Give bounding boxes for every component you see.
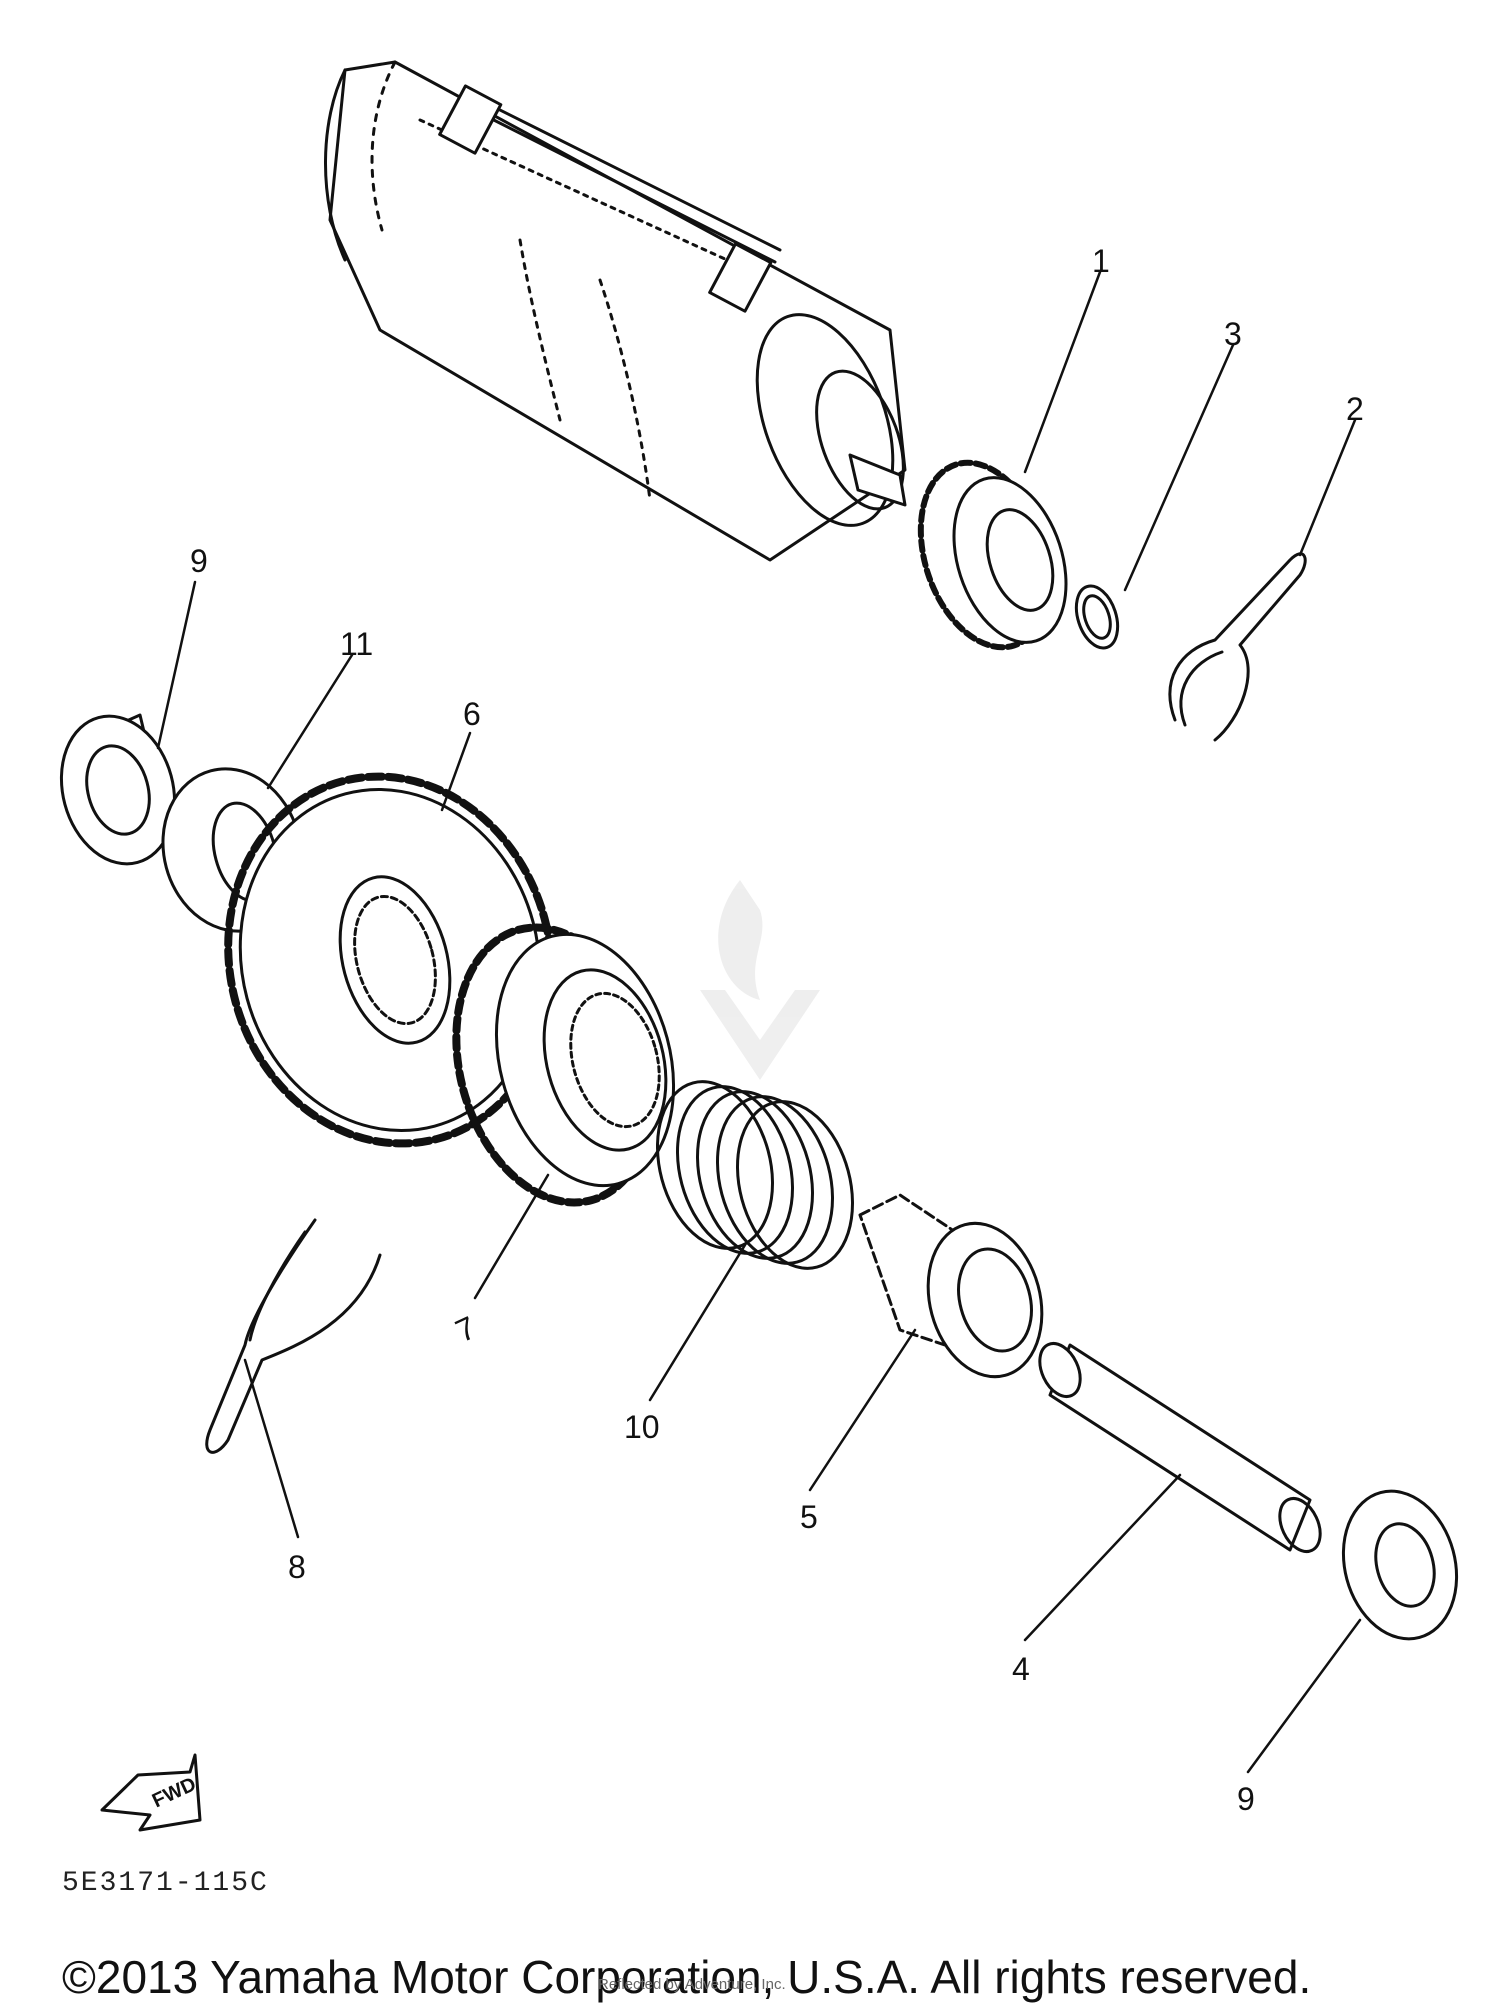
diagram-code: 5E3171-115C (62, 1868, 269, 1899)
callout-9-top: 9 (190, 543, 208, 579)
part-10-spring (655, 1080, 855, 1270)
copyright-notice: ©2013 Yamaha Motor Corporation, U.S.A. A… (62, 1951, 1312, 2003)
watermark-logo-icon (700, 880, 820, 1080)
part-9-bearing-right (1341, 1489, 1459, 1641)
part-4-shaft (1038, 1342, 1322, 1553)
leader-lines (156, 270, 1362, 1774)
callout-9-bottom: 9 (1237, 1781, 1255, 1817)
callout-5: 5 (800, 1499, 818, 1535)
starter-motor (324, 60, 907, 562)
part-5-hub (858, 1193, 1044, 1379)
callout-11: 11 (340, 626, 373, 662)
callout-2: 2 (1346, 391, 1364, 427)
part-8-clip (205, 1218, 382, 1454)
part-2-clip (1168, 552, 1307, 742)
part-7-gear (452, 923, 676, 1207)
callout-7: 7 (450, 1309, 481, 1349)
part-1-gear (917, 459, 1068, 651)
callout-6: 6 (463, 696, 481, 732)
fwd-arrow-icon (100, 1753, 202, 1832)
callout-1: 1 (1092, 243, 1110, 279)
callout-3: 3 (1224, 316, 1242, 352)
part-9-bearing-left (59, 713, 177, 866)
part-3-circlip (1074, 584, 1120, 650)
callout-8: 8 (288, 1549, 306, 1585)
courtesy-note: Reflected by Adventure, Inc. (598, 1976, 786, 1993)
callout-4: 4 (1012, 1651, 1030, 1687)
part-6-gear (224, 772, 556, 1148)
callout-10: 10 (624, 1409, 660, 1445)
